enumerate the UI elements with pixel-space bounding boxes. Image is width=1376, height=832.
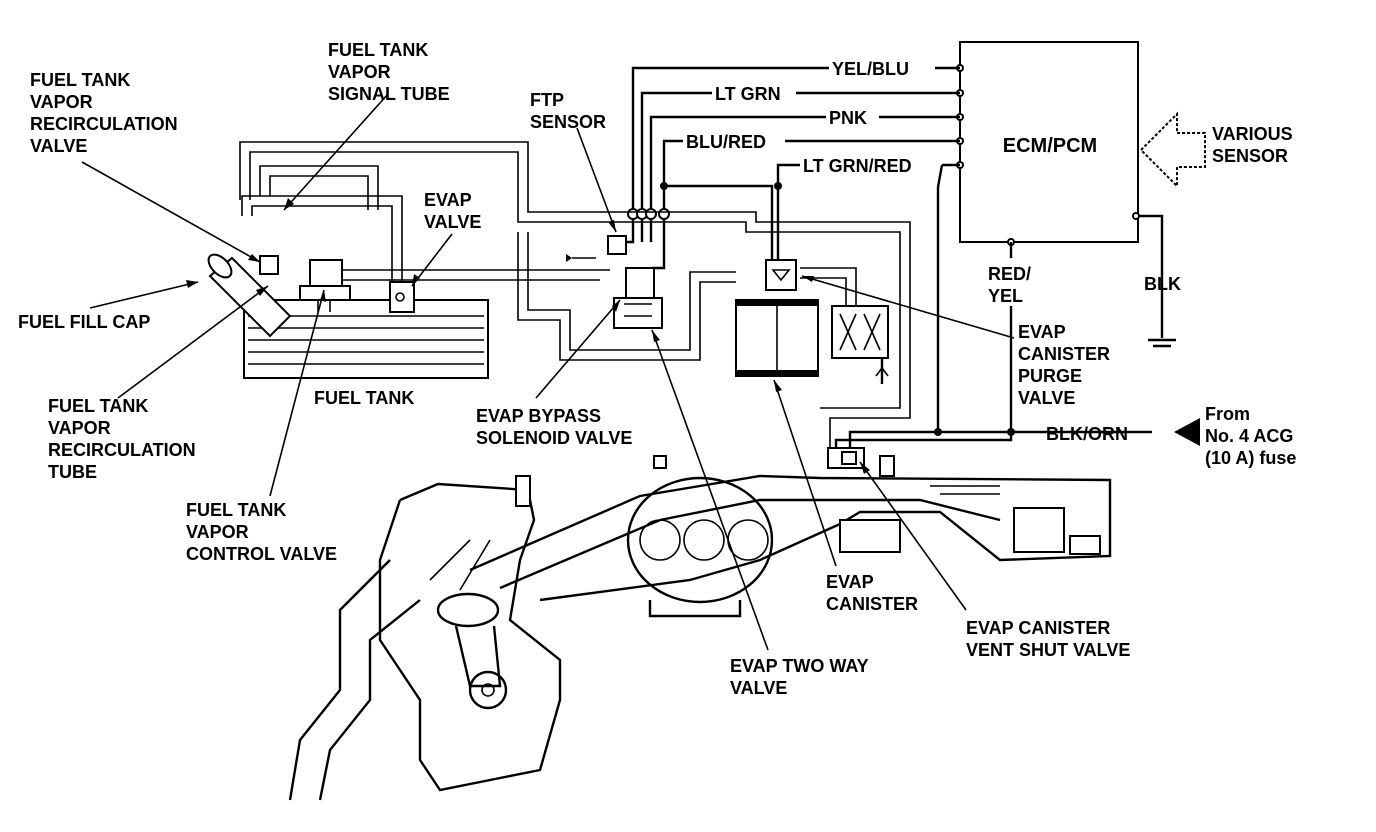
fuel-tank	[207, 253, 489, 379]
fuel-tank-vapor-recirculation-valve-label: FUEL TANK VAPOR RECIRCULATION VALVE	[30, 70, 183, 156]
engine-outline	[288, 455, 1112, 801]
various-sensor-arrow	[1139, 111, 1206, 189]
fuel-tank-vapor-control-valve-label: FUEL TANK VAPOR CONTROL VALVE	[186, 500, 337, 564]
ground-symbol	[1138, 214, 1176, 348]
evap-bypass-solenoid-valve-label: EVAP BYPASS SOLENOID VALVE	[476, 406, 632, 448]
wiring-harness	[624, 66, 1152, 452]
various-sensor-label: VARIOUS SENSOR	[1212, 124, 1298, 166]
wire-blu-red-label: BLU/RED	[686, 132, 766, 152]
evap-valve-label: EVAP VALVE	[424, 190, 481, 232]
ftp-sensor-label: FTP SENSOR	[530, 90, 606, 132]
fuel-tank-label: FUEL TANK	[314, 388, 414, 408]
wire-yel-blu-label: YEL/BLU	[832, 59, 909, 79]
from-fuse-label: From No. 4 ACG (10 A) fuse	[1205, 404, 1298, 468]
vent-shut-valve-body	[827, 447, 865, 469]
evap-canister-purge-valve-label: EVAP CANISTER PURGE VALVE	[1018, 322, 1115, 408]
ecm-pcm-box	[959, 41, 1139, 243]
evap-two-way-valve-label: EVAP TWO WAY VALVE	[730, 656, 873, 698]
ecm-pcm-unit: ECM/PCM	[956, 41, 1140, 246]
vapor-hoses	[239, 141, 911, 452]
wire-lt-grn-red-label: LT GRN/RED	[803, 156, 912, 176]
fuse-feed-arrow	[1174, 418, 1200, 446]
evap-canister-assembly	[735, 259, 889, 384]
ecm-pcm-label: ECM/PCM	[1003, 135, 1097, 157]
wire-blk-label: BLK	[1144, 274, 1181, 294]
fuel-fill-cap-label: FUEL FILL CAP	[18, 312, 150, 332]
wire-red-yel-label: RED/ YEL	[988, 264, 1036, 306]
ftp-sensor-assembly	[607, 235, 663, 329]
leader-lines	[81, 93, 1015, 651]
evap-canister-label: EVAP CANISTER	[826, 572, 918, 614]
evap-canister-vent-shut-valve-label: EVAP CANISTER VENT SHUT VALVE	[966, 618, 1130, 660]
wire-lt-grn-label: LT GRN	[715, 84, 781, 104]
wire-pnk-label: PNK	[829, 108, 867, 128]
fuel-tank-vapor-recirculation-tube-label: FUEL TANK VAPOR RECIRCULATION TUBE	[48, 396, 201, 482]
wire-blk-orn-label: BLK/ORN	[1046, 424, 1128, 444]
fuel-tank-vapor-signal-tube-label: FUEL TANK VAPOR SIGNAL TUBE	[328, 40, 450, 104]
